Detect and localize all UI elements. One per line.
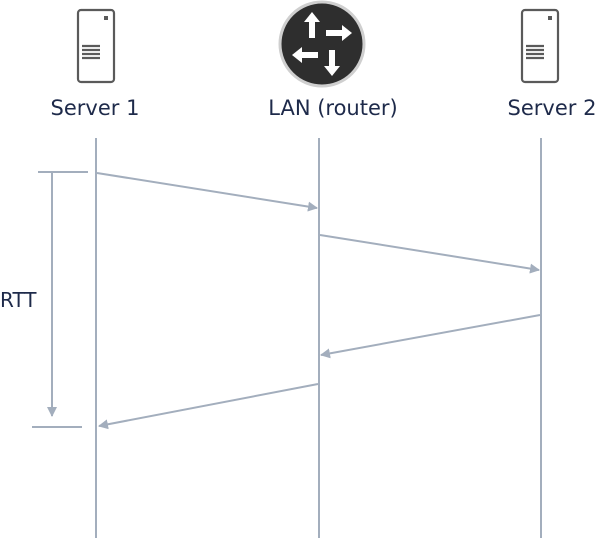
router-icon [278,0,366,88]
rtt-bracket [32,171,88,428]
message-server2-to-router [320,314,541,359]
rtt-label: RTT [0,288,37,312]
message-router-to-server2 [319,234,540,274]
server-1-label: Server 1 [50,96,140,120]
router-label: LAN (router) [268,96,398,120]
server-1-icon [76,8,116,84]
message-server1-to-router [96,172,318,212]
server-2-icon [520,8,560,84]
message-router-to-server1 [98,383,319,430]
server-2-label: Server 2 [507,96,597,120]
